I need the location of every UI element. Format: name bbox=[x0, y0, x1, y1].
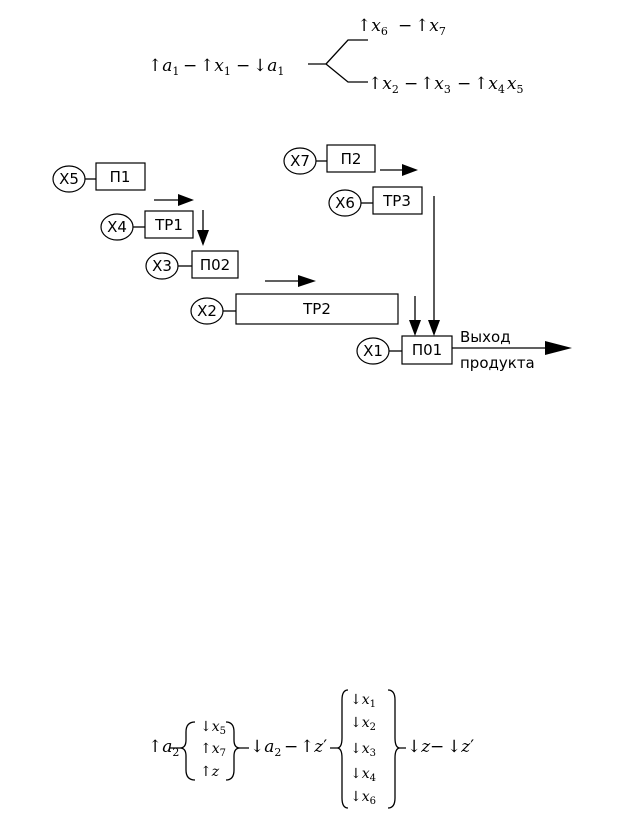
circle-x7-label: X7 bbox=[290, 152, 310, 170]
node-x5: X5 П1 bbox=[52, 162, 146, 193]
box-tr2-label: ТР2 bbox=[302, 300, 331, 318]
top-upper-term-2: ↑x7 bbox=[415, 16, 446, 38]
arrow-down-p01-right bbox=[428, 196, 440, 336]
top-sep-1: − bbox=[183, 56, 197, 76]
group2-term-1: ↓x1 bbox=[350, 692, 376, 710]
circle-x3-label: X3 bbox=[152, 257, 172, 275]
arrow-down-p01-left bbox=[409, 296, 421, 336]
arrow-down-p02 bbox=[197, 210, 209, 246]
formula-fork bbox=[308, 39, 368, 83]
group1-term-3: ↑z bbox=[200, 764, 220, 780]
node-x1: X1 П01 bbox=[356, 335, 453, 365]
top-upper-sep: − bbox=[398, 16, 412, 36]
output-label-line1: Выход bbox=[460, 328, 511, 346]
group2-term-2: ↓x2 bbox=[350, 715, 376, 733]
group1-right-brace bbox=[225, 721, 249, 781]
process-diagram: X5 П1 X4 ТР1 X3 П02 bbox=[52, 144, 572, 372]
node-x2: X2 ТР2 bbox=[190, 293, 399, 325]
box-tr1-label: ТР1 bbox=[154, 216, 183, 234]
node-x7: X7 П2 bbox=[283, 144, 376, 175]
group2-right-brace bbox=[387, 689, 406, 809]
top-lower-sep-1: − bbox=[404, 74, 418, 94]
top-lower-term-1: ↑x2 bbox=[368, 74, 399, 96]
bottom-formula: ↑a2 ↓x5 ↑x7 ↑z ↓a2 − ↑z′ ↓x1 ↓x2 ↓x bbox=[148, 689, 474, 809]
box-p1-label: П1 bbox=[110, 168, 131, 186]
top-formula: ↑a1 − ↑x1 − ↓a1 ↑x6 − ↑x7 ↑x2 − ↑x3 − ↑x… bbox=[148, 16, 523, 96]
bottom-start-term: ↑a2 bbox=[148, 737, 179, 759]
circle-x6-label: X6 bbox=[335, 194, 355, 212]
box-p2 bbox=[326, 144, 376, 173]
node-x3: X3 П02 bbox=[145, 250, 239, 280]
top-sep-2: − bbox=[236, 56, 250, 76]
top-term-1: ↑a1 bbox=[148, 56, 179, 78]
bottom-mid-term-2: ↑z′ bbox=[300, 737, 327, 757]
arrow-right-tr3 bbox=[380, 164, 418, 176]
circle-x1-label: X1 bbox=[363, 342, 383, 360]
arrow-output bbox=[452, 341, 572, 355]
group1-left-brace bbox=[170, 721, 196, 781]
box-tr3-label: ТР3 bbox=[382, 192, 411, 210]
box-tr1 bbox=[144, 210, 194, 239]
arrow-right-tr1 bbox=[154, 194, 194, 206]
top-term-3: ↓a1 bbox=[253, 56, 284, 78]
group2-term-4: ↓x4 bbox=[350, 766, 376, 784]
circle-x4-label: X4 bbox=[107, 218, 127, 236]
bottom-mid-term-1: ↓a2 bbox=[250, 737, 281, 759]
box-p2-label: П2 bbox=[341, 150, 362, 168]
group1-term-2: ↑x7 bbox=[200, 741, 226, 759]
node-x6: X6 ТР3 bbox=[328, 186, 423, 217]
box-p02-label: П02 bbox=[200, 256, 230, 274]
box-p1 bbox=[95, 162, 146, 191]
node-x4: X4 ТР1 bbox=[100, 210, 194, 241]
group2-term-3: ↓x3 bbox=[350, 741, 376, 759]
box-tr3 bbox=[372, 186, 423, 215]
top-lower-sep-2: − bbox=[457, 74, 471, 94]
box-p01-label: П01 bbox=[412, 341, 442, 359]
bottom-end-term-2: ↓z′ bbox=[447, 737, 474, 757]
top-term-2: ↑x1 bbox=[200, 56, 231, 78]
circle-x5-label: X5 bbox=[59, 170, 79, 188]
arrow-right-tr2 bbox=[265, 275, 316, 287]
box-tr2 bbox=[235, 293, 399, 325]
top-lower-term-2: ↑x3 bbox=[420, 74, 451, 96]
box-p01 bbox=[401, 335, 453, 365]
box-p02 bbox=[191, 250, 239, 279]
top-upper-term-1: ↑x6 bbox=[357, 16, 388, 38]
circle-x2-label: X2 bbox=[197, 302, 217, 320]
group1-term-1: ↓x5 bbox=[200, 719, 226, 737]
output-label-line2: продукта bbox=[460, 354, 535, 372]
group2-left-brace bbox=[330, 689, 349, 809]
bottom-end-sep: − bbox=[430, 737, 444, 757]
bottom-mid-sep: − bbox=[284, 737, 298, 757]
bottom-end-term-1: ↓z bbox=[407, 737, 431, 757]
group2-term-5: ↓x6 bbox=[350, 789, 376, 807]
